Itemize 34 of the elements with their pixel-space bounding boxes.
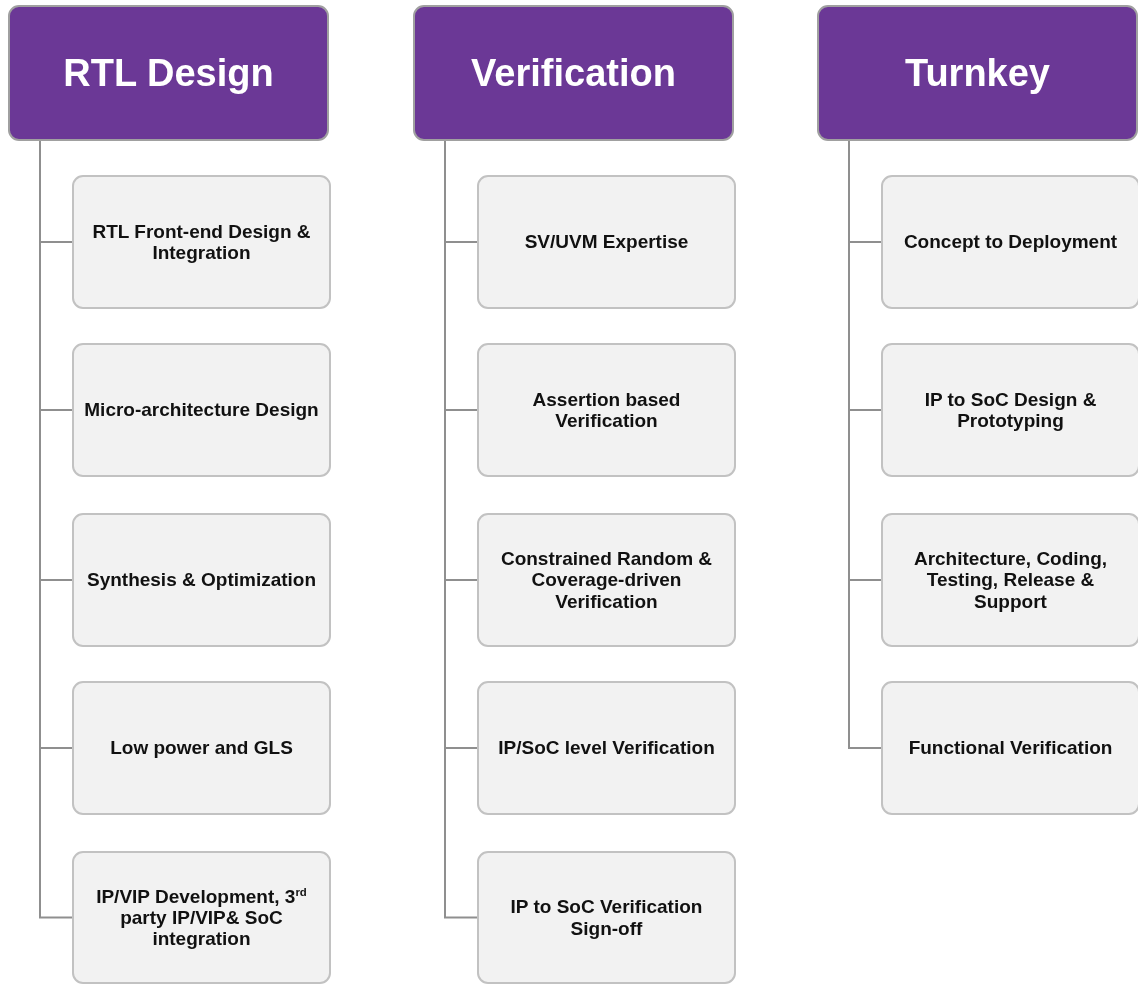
header-box [817,5,1138,141]
service-box [72,513,331,647]
service-text: IP/SoC level Verification [498,737,715,759]
heading-text: RTL Design [63,51,274,95]
service-text: Constrained Random & Coverage-driven Verification [499,548,714,612]
service-box [72,175,331,309]
service-box [477,851,736,984]
service-box [72,851,331,984]
service-text: Synthesis & Optimization [86,569,317,591]
service-text: Concept to Deployment [903,231,1118,253]
service-box [477,343,736,477]
service-box [72,681,331,815]
service-box [881,175,1138,309]
service-text: Micro-architecture Design [84,399,319,421]
service-text: Low power and GLS [110,737,293,759]
service-box [477,681,736,815]
service-text: IP/VIP Development, 3$^{rd}$ party IP/VIP& SoC integration [95,885,308,950]
service-text: Functional Verification [908,737,1113,759]
heading-text: Turnkey [905,51,1050,95]
header-box [413,5,734,141]
service-text: Architecture, Coding, Testing, Release & Support [912,548,1109,612]
header-box [8,5,329,141]
service-text: IP to SoC Design & Prototyping [923,388,1098,432]
service-box [477,513,736,647]
service-text: SV/UVM Expertise [524,231,689,253]
service-box [881,681,1138,815]
service-box [881,513,1138,647]
service-box [477,175,736,309]
service-box [72,343,331,477]
service-box [881,343,1138,477]
service-text: IP to SoC Verification Sign-off [509,896,704,939]
heading-text: Verification [471,51,676,95]
service-text: RTL Front-end Design & Integration [91,220,312,264]
service-text: Assertion based Verification [531,388,682,432]
